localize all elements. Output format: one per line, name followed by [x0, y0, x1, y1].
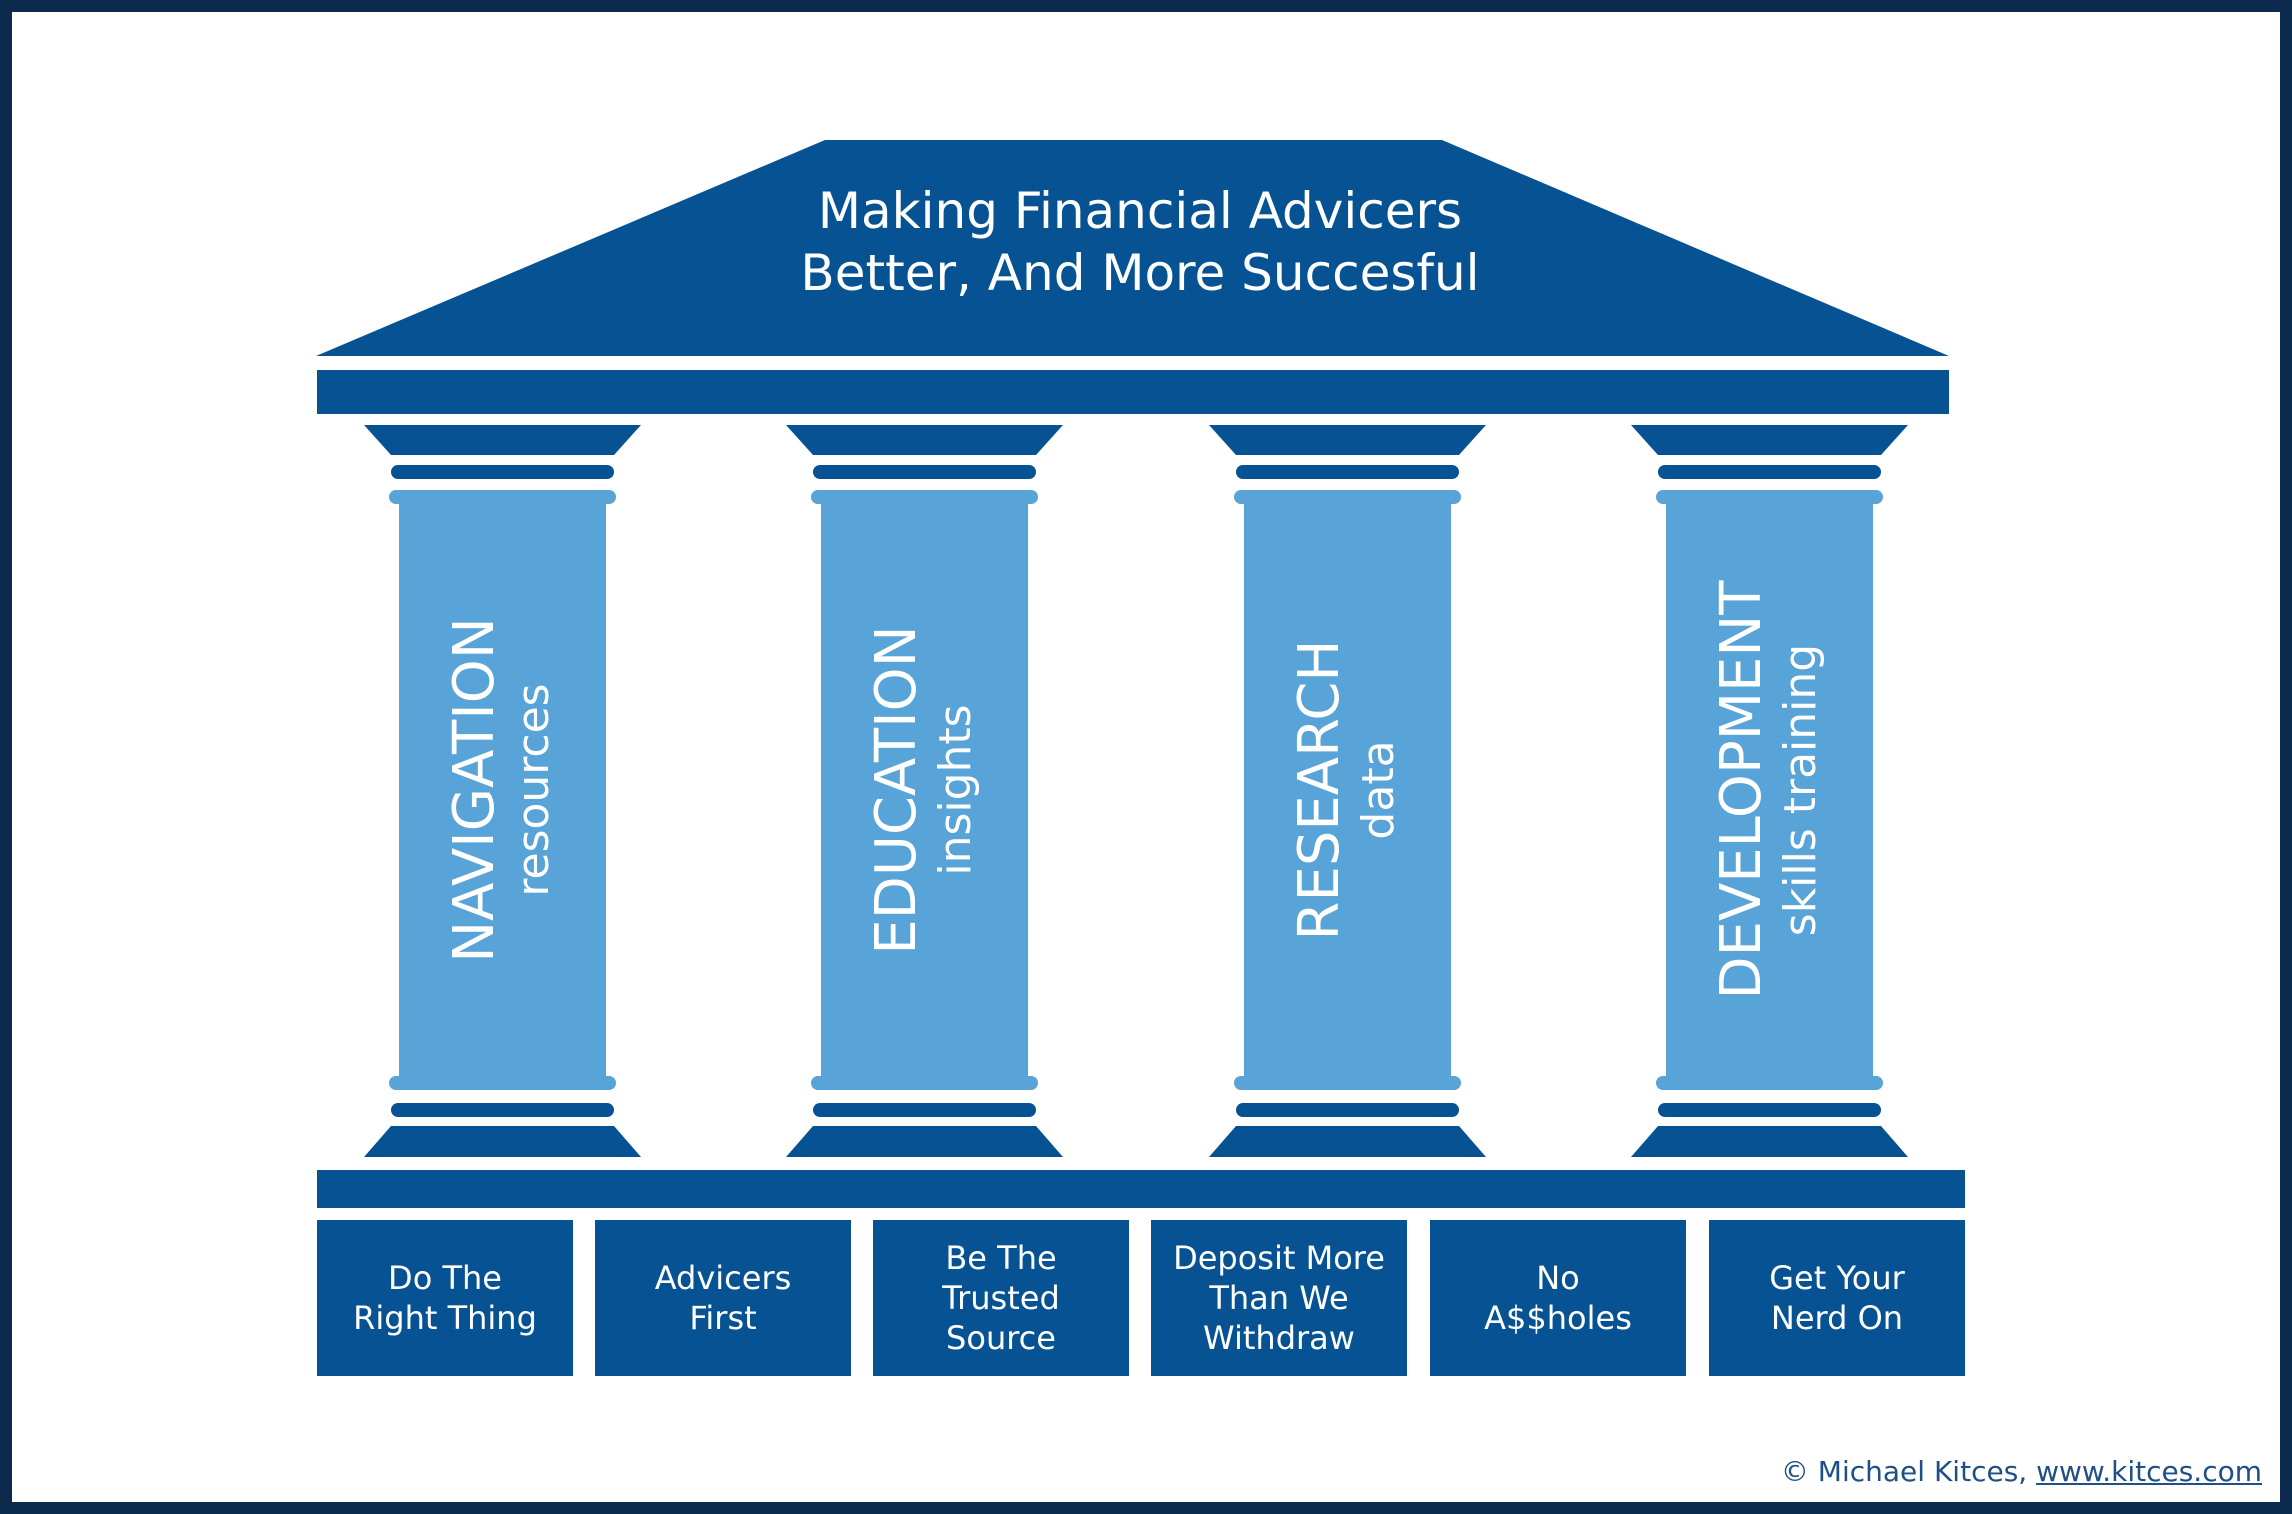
pillar-title: EDUCATION	[864, 625, 929, 955]
entablature-beam	[317, 370, 1949, 414]
value-box-get-your-nerd-on: Get Your Nerd On	[1709, 1220, 1965, 1376]
pillar-bottom-band	[1234, 1076, 1461, 1090]
pillar-base-band	[1236, 1103, 1459, 1117]
value-line: Than We	[1209, 1279, 1349, 1317]
pillar-capital-band	[1658, 465, 1881, 479]
copyright-credit: © Michael Kitces, www.kitces.com	[1781, 1455, 2262, 1488]
value-line: Be The	[945, 1239, 1057, 1277]
value-line: Source	[946, 1319, 1056, 1357]
value-box-deposit-more-than-we-withdraw: Deposit More Than We Withdraw	[1151, 1220, 1407, 1376]
pillar-shaft	[1666, 490, 1873, 1090]
pillar-base-band	[813, 1103, 1036, 1117]
pillar-base	[364, 1126, 641, 1157]
roof-title: Making Financial Advicers Better, And Mo…	[700, 180, 1580, 304]
foundation-beam	[317, 1170, 1965, 1208]
pillar-subtitle: insights	[930, 704, 981, 876]
pillar-subtitle: skills training	[1775, 643, 1826, 937]
pillar-shaft	[399, 490, 606, 1090]
value-line: First	[689, 1299, 757, 1337]
pillar-label-navigation: NAVIGATION resources	[417, 490, 587, 1090]
pillar-title: DEVELOPMENT	[1709, 580, 1774, 1000]
pillar-base-band	[391, 1103, 614, 1117]
pillar-label-development: DEVELOPMENT skills training	[1684, 490, 1854, 1090]
pillar-base-band	[1658, 1103, 1881, 1117]
pillar-base	[1209, 1126, 1486, 1157]
pillar-education	[786, 425, 1063, 1157]
pillar-capital	[786, 425, 1063, 455]
pillar-development	[1631, 425, 1908, 1157]
pillar-capital-band	[391, 465, 614, 479]
value-line: Do The	[388, 1259, 502, 1297]
value-line: Get Your	[1769, 1259, 1905, 1297]
value-line: Deposit More	[1173, 1239, 1385, 1277]
roof-title-line-1: Making Financial Advicers	[817, 182, 1463, 240]
pillar-label-education: EDUCATION insights	[839, 490, 1009, 1090]
value-box-be-the-trusted-source: Be The Trusted Source	[873, 1220, 1129, 1376]
pillar-navigation	[364, 425, 641, 1157]
value-line: Trusted	[942, 1279, 1060, 1317]
value-box-advicers-first: Advicers First	[595, 1220, 851, 1376]
pillar-label-research: RESEARCH data	[1262, 490, 1432, 1090]
pillar-subtitle: resources	[508, 683, 559, 897]
value-line: Advicers	[654, 1259, 792, 1297]
kitces-link[interactable]: www.kitces.com	[2036, 1455, 2262, 1488]
pillar-base	[1631, 1126, 1908, 1157]
pillar-title: RESEARCH	[1287, 639, 1352, 941]
pillar-capital-band	[813, 465, 1036, 479]
pillar-research	[1209, 425, 1486, 1157]
pillar-shaft	[1244, 490, 1451, 1090]
pillar-capital	[1209, 425, 1486, 455]
value-line: Withdraw	[1203, 1319, 1355, 1357]
roof-pediment	[316, 140, 1949, 356]
pillar-bottom-band	[1656, 1076, 1883, 1090]
pillar-capital	[364, 425, 641, 455]
pillar-subtitle: data	[1353, 740, 1404, 840]
pillar-capital	[1631, 425, 1908, 455]
roof-title-line-2: Better, And More Succesful	[800, 244, 1480, 302]
value-line: Right Thing	[353, 1299, 537, 1337]
pillar-title: NAVIGATION	[442, 617, 507, 963]
credit-text: © Michael Kitces,	[1780, 1455, 2037, 1488]
value-line: No	[1536, 1259, 1580, 1297]
value-line: Nerd On	[1770, 1299, 1904, 1337]
pillar-bottom-band	[811, 1076, 1038, 1090]
pillar-shaft	[821, 490, 1028, 1090]
value-box-no-assholes: No A$$holes	[1430, 1220, 1686, 1376]
pillar-base	[786, 1126, 1063, 1157]
value-line: A$$holes	[1484, 1299, 1632, 1337]
value-box-do-the-right-thing: Do The Right Thing	[317, 1220, 573, 1376]
pillar-capital-band	[1236, 465, 1459, 479]
pillar-bottom-band	[389, 1076, 616, 1090]
